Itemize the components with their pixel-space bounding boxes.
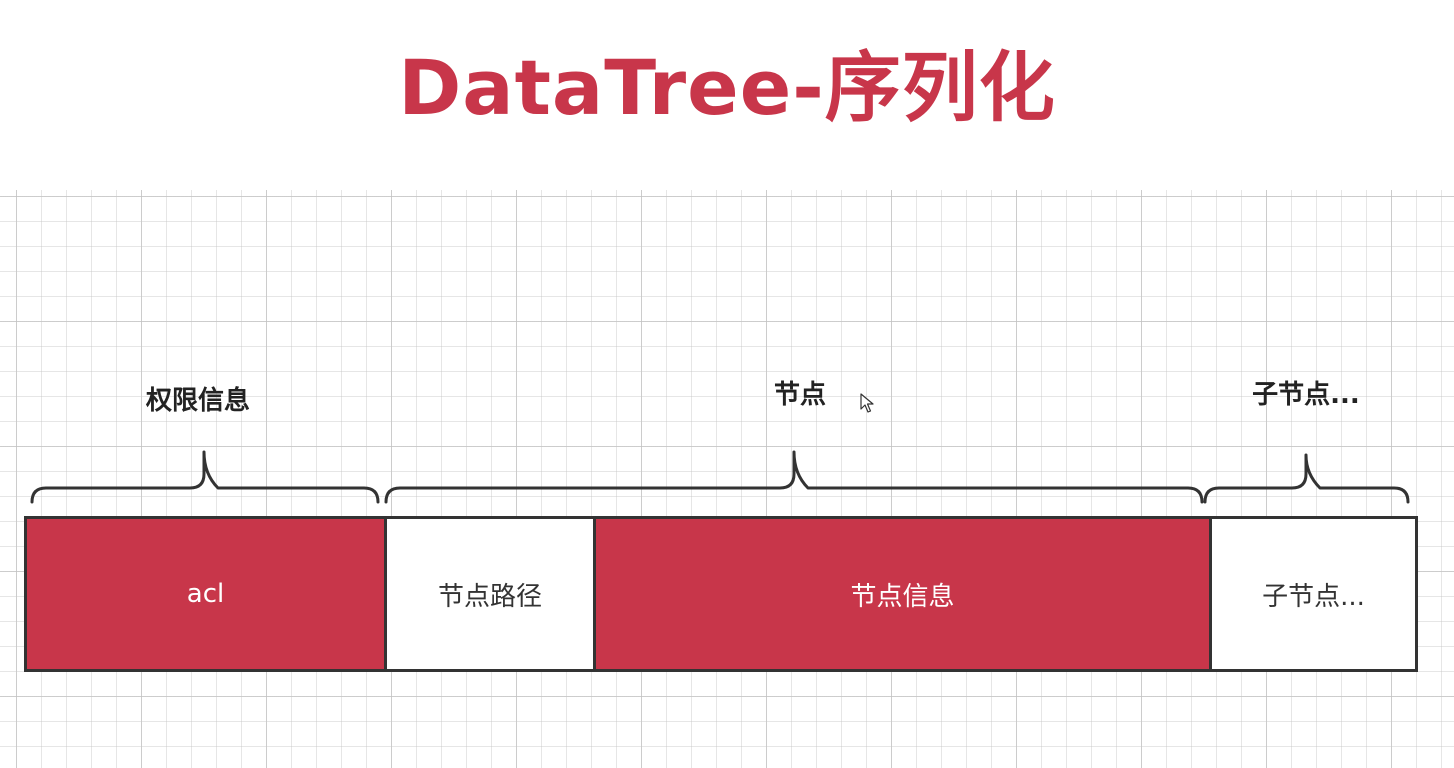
segment-child-nodes: 子节点... [1212,519,1415,669]
group-label-node: 节点 [773,380,827,410]
group-label-child-nodes: 子节点... [1252,380,1360,410]
segment-acl: acl [27,519,387,669]
slide-title: DataTree-序列化 [398,43,1056,132]
serialization-bar: acl 节点路径 节点信息 子节点... [24,516,1418,672]
mouse-pointer-icon [860,393,874,413]
group-label-permissions: 权限信息 [145,386,251,416]
grid-background [0,190,1454,768]
segment-node-path: 节点路径 [387,519,596,669]
segment-node-info: 节点信息 [596,519,1212,669]
